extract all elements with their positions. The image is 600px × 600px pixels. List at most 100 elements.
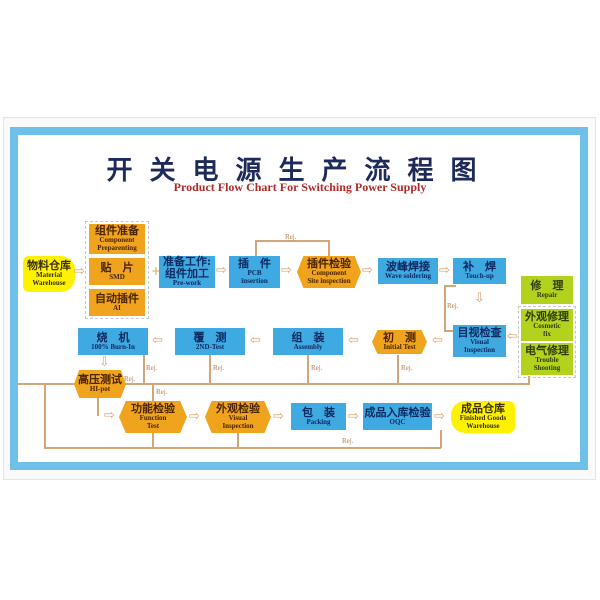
node-label-en: Function xyxy=(139,414,167,423)
node-label-en: Trouble xyxy=(535,356,559,365)
node-label-cn: 自动插件 xyxy=(95,291,139,305)
node-label-cn: 成品仓库 xyxy=(461,402,505,416)
arrow-right-icon: ⇨ xyxy=(434,409,445,424)
node-label-en: Site inspection xyxy=(307,277,351,286)
rej-line xyxy=(444,330,458,332)
arrow-down-icon: ⇩ xyxy=(474,291,485,306)
plus-icon: + xyxy=(151,264,162,278)
node-ai[interactable]: 自动插件 AI xyxy=(89,289,145,316)
node-label-en: Shooting xyxy=(533,364,561,373)
rej-label: Rej. xyxy=(342,437,354,445)
arrow-left-icon: ⇦ xyxy=(152,333,163,348)
node-label-cn: 组件加工 xyxy=(165,267,209,281)
rej-label: Rej. xyxy=(285,233,297,241)
node-packing[interactable]: 包 装 Packing xyxy=(291,403,346,430)
node-oqc[interactable]: 成品入库检验 OQC xyxy=(363,403,432,430)
node-label-cn: 包 装 xyxy=(302,405,335,419)
node-component-prep[interactable]: 组件准备 Component Preparenting xyxy=(89,224,145,254)
node-function-test[interactable]: 功能检验 Function Test xyxy=(119,401,187,433)
rej-bottom-line xyxy=(44,447,441,449)
rej-line xyxy=(255,240,257,260)
arrow-right-icon: ⇨ xyxy=(281,263,292,278)
node-label-en: Visual xyxy=(470,338,489,347)
rej-line xyxy=(209,355,211,383)
node-label-cn: 高压测试 xyxy=(78,373,122,387)
node-label-en: Warehouse xyxy=(466,422,500,431)
title-chinese: 开关电源生产流程图 xyxy=(106,156,494,186)
flow-line xyxy=(97,398,99,416)
arrow-down-icon: ⇩ xyxy=(99,355,110,370)
node-cosmetic-fix[interactable]: 外观修理 Cosmetic fix xyxy=(521,309,573,341)
node-label-cn: 外观修理 xyxy=(525,310,569,324)
node-label-en: Initial Test xyxy=(383,343,416,352)
node-label-en: Cosmetic xyxy=(533,322,561,331)
node-label-en: OQC xyxy=(389,417,406,426)
node-label-en: Wave soldering xyxy=(384,272,432,281)
node-label-en: Inspection xyxy=(463,346,496,355)
arrow-right-icon: ⇨ xyxy=(104,408,115,423)
node-label-en: fix xyxy=(543,330,551,339)
rej-line xyxy=(440,430,442,448)
node-label-cn: 插件检验 xyxy=(307,257,351,271)
node-label-cn: 补 焊 xyxy=(463,260,496,274)
node-label-cn: 贴 片 xyxy=(100,260,134,274)
node-label-cn: 波峰焊接 xyxy=(386,260,430,274)
arrow-left-icon: ⇦ xyxy=(432,333,443,348)
rej-line xyxy=(152,383,154,401)
node-label-cn: 物料仓库 xyxy=(27,259,71,273)
node-touch-up[interactable]: 补 焊 Touch-up xyxy=(453,258,506,284)
node-label-en: Finished Goods xyxy=(459,414,507,423)
arrow-right-icon: ⇨ xyxy=(216,263,227,278)
arrow-right-icon: ⇨ xyxy=(189,409,200,424)
rej-line xyxy=(307,355,309,383)
node-label-cn: 功能检验 xyxy=(131,402,175,416)
rej-label: Rej. xyxy=(124,375,136,383)
node-smd[interactable]: 贴 片 SMD xyxy=(89,258,145,285)
node-label-en: 2ND-Test xyxy=(195,342,225,351)
node-label-en: Component xyxy=(99,236,135,245)
repair-group xyxy=(518,306,576,378)
node-material-warehouse[interactable]: 物料仓库 Material Warehouse xyxy=(23,256,75,292)
node-finished-goods-warehouse[interactable]: 成品仓库 Finished Goods Warehouse xyxy=(451,401,515,433)
node-label-en: PCB xyxy=(247,269,262,278)
rej-line xyxy=(528,376,530,384)
node-visual-inspection-2[interactable]: 外观检验 Visual Inspection xyxy=(205,401,271,433)
rej-label: Rej. xyxy=(213,364,225,372)
node-label-cn: 目视检查 xyxy=(457,326,502,340)
node-second-test[interactable]: 覆 测 2ND-Test xyxy=(175,328,245,355)
rej-label: Rej. xyxy=(156,388,168,396)
node-burn-in[interactable]: 烧 机 100% Burn-In xyxy=(78,328,148,355)
node-wave-soldering[interactable]: 波峰焊接 Wave soldering xyxy=(378,258,438,284)
arrow-right-icon: ⇨ xyxy=(273,409,284,424)
node-label-en: Material xyxy=(35,271,63,280)
node-repair[interactable]: 修 理 Repair xyxy=(521,276,573,304)
node-trouble-shooting[interactable]: 电气修理 Trouble Shooting xyxy=(521,343,573,375)
rej-label: Rej. xyxy=(146,364,158,372)
rej-line xyxy=(152,430,154,448)
node-label-en: Preparenting xyxy=(97,244,137,253)
node-visual-inspection-1[interactable]: 目视检查 Visual Inspection xyxy=(453,325,506,357)
rej-line xyxy=(397,355,399,383)
node-assembly[interactable]: 组 装 Assembly xyxy=(273,328,343,355)
node-label-cn: 烧 机 xyxy=(96,330,130,344)
node-label-cn: 初 测 xyxy=(383,331,416,345)
node-initial-test[interactable]: 初 测 Initial Test xyxy=(372,330,427,354)
node-label-cn: 外观检验 xyxy=(216,402,260,416)
title-english: Product Flow Chart For Switching Power S… xyxy=(173,180,427,194)
node-label-cn: 成品入库检验 xyxy=(364,405,431,419)
node-hi-pot[interactable]: 高压测试 HI-pot xyxy=(74,370,126,398)
node-label-en: HI-pot xyxy=(89,385,111,394)
node-label-en: Packing xyxy=(306,417,331,426)
node-pre-work[interactable]: 准备工作: 组件加工 Pre-work xyxy=(159,255,215,288)
node-component-site-inspection[interactable]: 插件检验 Component Site inspection xyxy=(297,256,361,288)
node-label-en: Inspection xyxy=(222,422,254,431)
node-label-en: Component xyxy=(311,269,347,278)
rej-label: Rej. xyxy=(311,364,323,372)
node-label-cn: 覆 测 xyxy=(193,330,227,344)
arrow-left-icon: ⇦ xyxy=(250,333,261,348)
node-label-en: AI xyxy=(113,303,121,312)
rej-bus-line xyxy=(18,383,530,385)
arrow-right-icon: ⇨ xyxy=(348,409,359,424)
arrow-right-icon: ⇨ xyxy=(74,264,85,279)
node-pcb-insertion[interactable]: 插 件 PCB insertion xyxy=(229,256,280,288)
